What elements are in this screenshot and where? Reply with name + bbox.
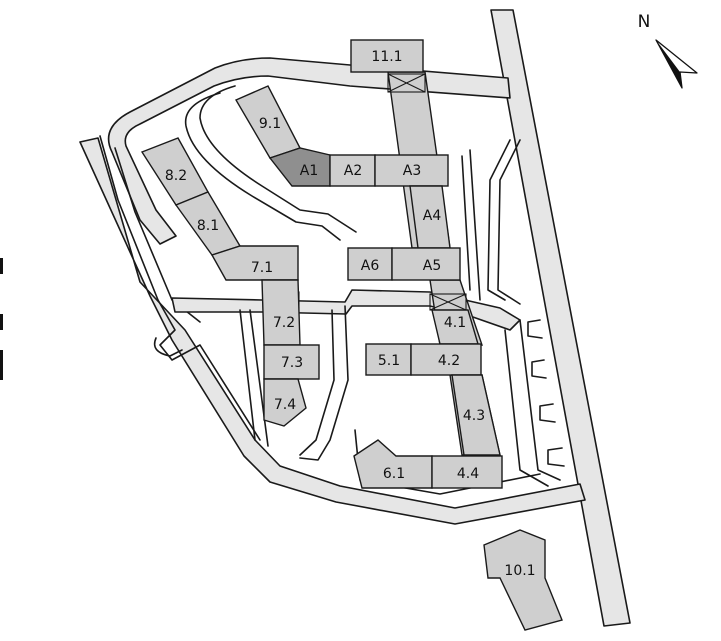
building-10-1[interactable]	[483, 529, 563, 631]
label-A3: A3	[403, 163, 421, 179]
building-7-1[interactable]	[210, 245, 299, 281]
label-7-3: 7.3	[281, 355, 303, 371]
buildings	[140, 39, 563, 631]
building-4-4[interactable]	[431, 455, 503, 489]
building-4-2[interactable]	[410, 343, 482, 376]
label-7-2: 7.2	[273, 315, 295, 331]
label-A4: A4	[423, 208, 442, 224]
building-7-2[interactable]	[261, 279, 301, 346]
label-7-1: 7.1	[251, 260, 273, 276]
building-5-1[interactable]	[365, 343, 412, 376]
label-4-3: 4.3	[463, 408, 485, 424]
label-9-1: 9.1	[259, 116, 281, 132]
building-11-1[interactable]	[350, 39, 424, 73]
label-4-2: 4.2	[438, 353, 460, 369]
label-A2: A2	[344, 163, 362, 179]
west-road	[79, 137, 586, 525]
label-11-1: 11.1	[371, 49, 402, 65]
north-arrow-icon	[655, 39, 698, 89]
building-A3[interactable]	[374, 154, 449, 187]
label-6-1: 6.1	[383, 466, 405, 482]
label-8-1: 8.1	[197, 218, 219, 234]
label-8-2: 8.2	[165, 168, 187, 184]
label-10-1: 10.1	[504, 563, 535, 579]
label-A1: A1	[300, 163, 318, 179]
label-4-4: 4.4	[457, 466, 479, 482]
building-7-3[interactable]	[263, 344, 320, 380]
building-4-3[interactable]	[451, 374, 501, 456]
building-A2[interactable]	[329, 154, 376, 187]
label-7-4: 7.4	[274, 397, 296, 413]
north-arrow: N	[638, 12, 698, 89]
label-A6: A6	[361, 258, 380, 274]
north-loop-road	[107, 57, 511, 245]
building-A5[interactable]	[391, 247, 461, 281]
edge-marks	[0, 258, 3, 380]
label-A5: A5	[423, 258, 441, 274]
building-A6[interactable]	[347, 247, 393, 281]
main-road	[490, 9, 631, 627]
north-label: N	[638, 12, 651, 32]
building-7-4[interactable]	[263, 378, 307, 427]
road-network	[79, 9, 631, 627]
building-labels: 11.1 9.1 A1 A2 A3 A4 A5 A6 4.1 4.2 5.1 4…	[165, 49, 536, 579]
label-5-1: 5.1	[378, 353, 400, 369]
label-4-1: 4.1	[444, 315, 466, 331]
